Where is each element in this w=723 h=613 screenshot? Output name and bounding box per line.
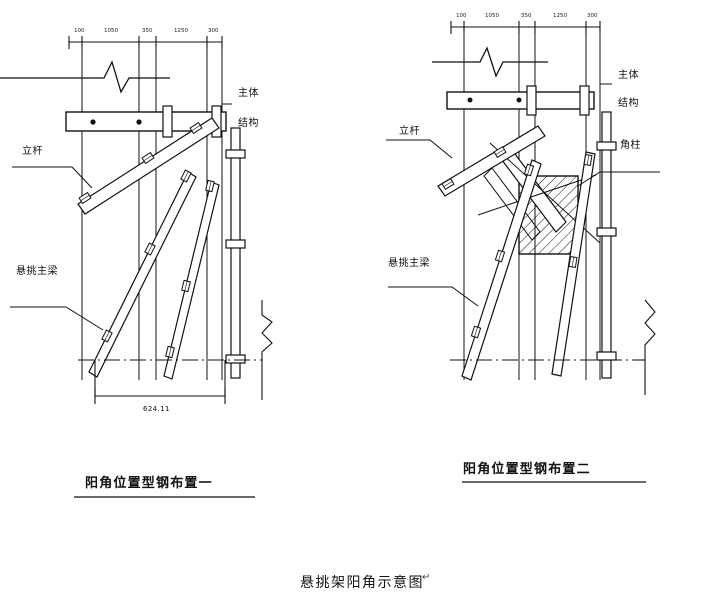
diagonal-brace-one-c <box>163 179 220 380</box>
label-main-structure-one-line1: 主体 <box>238 88 259 99</box>
lower-center-line-two <box>450 299 656 395</box>
leader-lines-two <box>386 83 660 307</box>
vertical-pole-one <box>225 127 246 379</box>
dim-label-one-2: 1050 <box>104 28 118 34</box>
dimension-chain-one <box>68 36 223 49</box>
vertical-pole-two <box>596 111 617 379</box>
dim-label-two-5: 300 <box>587 13 598 19</box>
bottom-dimension-label-one: 624.11 <box>143 405 170 413</box>
dim-label-two-3: 350 <box>521 13 532 19</box>
label-corner-column-two: 角柱 <box>620 140 641 151</box>
diagonal-brace-two-b <box>461 159 542 381</box>
slab-edge-two <box>432 46 548 78</box>
dim-label-one-1: 100 <box>74 28 85 34</box>
bottom-dimension-one <box>94 360 226 404</box>
label-main-structure-two-line2: 结构 <box>618 98 639 109</box>
diagonal-brace-one-a <box>77 117 220 215</box>
label-main-structure-two-line1: 主体 <box>618 70 639 81</box>
lower-center-line-one <box>78 300 273 400</box>
dim-label-two-2: 1050 <box>485 13 499 19</box>
diagram-one-geometry <box>0 36 273 498</box>
label-vertical-pole-two: 立杆 <box>399 126 420 137</box>
diagonal-brace-two-a <box>437 125 546 197</box>
label-cantilever-beam-two: 悬挑主梁 <box>388 258 430 269</box>
main-caption-paragraph-mark: ↵ <box>422 572 432 583</box>
diagonal-brace-two-c <box>551 151 596 377</box>
main-beam-one <box>65 105 227 138</box>
dimension-chain-two <box>450 21 601 34</box>
caption-diagram-one: 阳角位置型钢布置一 <box>85 476 213 491</box>
dim-label-two-1: 100 <box>456 13 467 19</box>
diagonal-brace-one-b <box>88 169 197 378</box>
main-beam-two <box>446 85 595 116</box>
grid-lines-one <box>81 49 223 380</box>
dim-label-one-3: 350 <box>142 28 153 34</box>
slab-edge-one <box>0 60 170 94</box>
center-lines-one <box>81 55 208 375</box>
label-vertical-pole-one: 立杆 <box>22 146 43 157</box>
label-main-structure-one-line2: 结构 <box>238 118 259 129</box>
dim-label-one-5: 300 <box>208 28 219 34</box>
main-caption: 悬挑架阳角示意图 <box>300 575 424 591</box>
diagram-two-geometry <box>386 21 660 483</box>
dim-label-two-4: 1250 <box>553 13 567 19</box>
caption-diagram-two: 阳角位置型钢布置二 <box>463 462 591 477</box>
leader-lines-one <box>10 103 232 331</box>
dim-label-one-4: 1250 <box>174 28 188 34</box>
label-cantilever-beam-one: 悬挑主梁 <box>16 266 58 277</box>
